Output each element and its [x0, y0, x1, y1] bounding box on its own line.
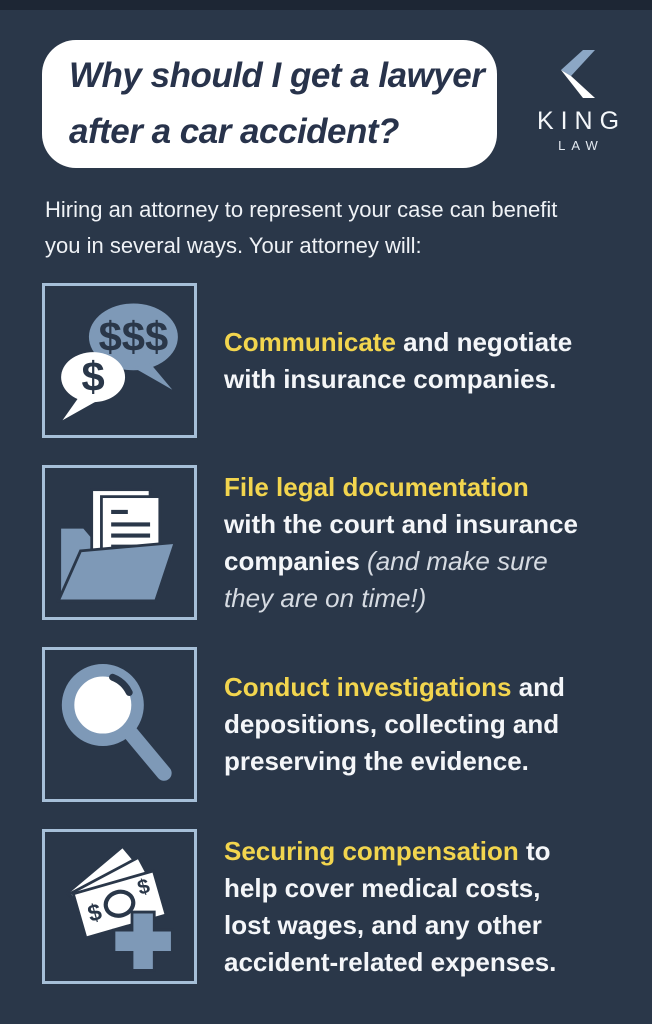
highlight-text: Securing compensation — [224, 835, 519, 866]
benefit-item-communicate: $$$ $ Communicate and negotiate with ins… — [42, 283, 620, 438]
logo-subname: LAW — [558, 138, 604, 153]
page-title-line-2: after a car accident? — [69, 112, 399, 151]
highlight-text: Conduct investigations — [224, 672, 512, 702]
king-law-chevron-icon — [561, 50, 595, 98]
benefit-text: Securing compensation to help cover medi… — [224, 835, 557, 977]
page-title-line-1: Why should I get a lawyer — [69, 56, 485, 95]
benefit-text: File legal documentation with the court … — [224, 471, 578, 613]
highlight-text: Communicate — [224, 326, 396, 357]
magnifying-glass-icon — [42, 647, 197, 802]
king-law-logo: KING LAW — [520, 50, 636, 153]
money-chat-bubbles-icon: $$$ $ — [42, 283, 197, 438]
benefit-list: $$$ $ Communicate and negotiate with ins… — [42, 283, 620, 1011]
title-card: Why should I get a lawyer after a car ac… — [42, 40, 497, 168]
intro-line-2: you in several ways. Your attorney will: — [45, 233, 422, 258]
small-bubble-dollar: $ — [81, 353, 104, 400]
highlight-text: File legal documentation — [224, 471, 529, 502]
folder-documents-icon — [42, 465, 197, 620]
top-strip — [0, 0, 652, 10]
benefit-text: Communicate and negotiate with insurance… — [224, 326, 573, 394]
italic-note: (and make sure — [359, 545, 548, 576]
italic-note: they are on time!) — [224, 582, 427, 613]
bill-dollar-front: $ — [85, 899, 105, 928]
large-bubble-dollars: $$$ — [99, 313, 169, 360]
benefit-text: Conduct investigations and depositions, … — [224, 672, 565, 776]
intro-text: Hiring an attorney to represent your cas… — [45, 192, 635, 264]
benefit-item-compensation: $ $ Securing compensation to help cover … — [42, 829, 620, 984]
intro-line-1: Hiring an attorney to represent your cas… — [45, 197, 558, 222]
benefit-item-investigations: Conduct investigations and depositions, … — [42, 647, 620, 802]
money-medical-cross-icon: $ $ — [42, 829, 197, 984]
benefit-item-file-documentation: File legal documentation with the court … — [42, 465, 620, 620]
logo-name: KING — [536, 107, 627, 135]
